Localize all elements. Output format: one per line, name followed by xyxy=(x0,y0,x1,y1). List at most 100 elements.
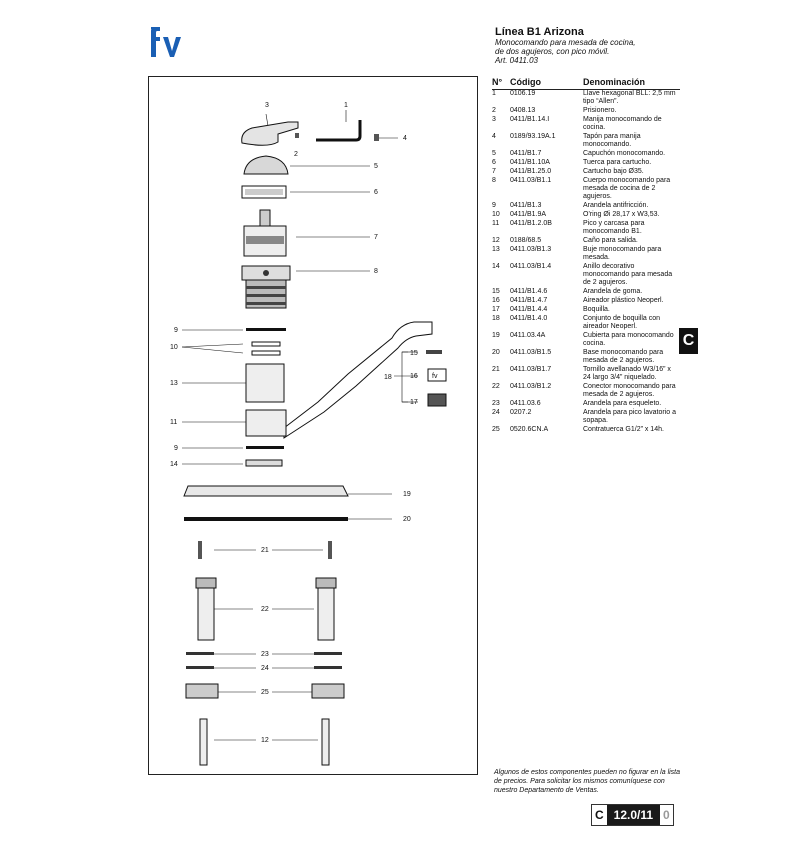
table-cell-n: 15 xyxy=(492,288,500,295)
table-cell-code: 0408.13 xyxy=(510,107,536,114)
table-cell-n: 10 xyxy=(492,211,500,218)
table-cell-desc: Arandela para esqueleto. xyxy=(583,400,662,407)
diagram-label-17: 17 xyxy=(410,399,418,406)
table-cell-code: 0411/B1.3 xyxy=(510,202,542,209)
table-cell-code: 0411/B1.4.7 xyxy=(510,297,548,304)
diagram-label-20: 20 xyxy=(403,516,411,523)
diagram-label-18: 18 xyxy=(384,374,392,381)
diagram-label-9b: 9 xyxy=(174,445,178,452)
table-cell-n: 16 xyxy=(492,297,500,304)
table-cell-code: 0411/B1.4.0 xyxy=(510,315,548,322)
table-cell-desc: Contratuerca G1/2” x 14h. xyxy=(583,426,664,433)
table-cell-desc: Base monocomando para mesada de 2 agujer… xyxy=(583,349,664,364)
table-cell-n: 5 xyxy=(492,150,496,157)
page-number-main: 12.0/11 xyxy=(606,805,661,825)
diagram-label-16: 16 xyxy=(410,373,418,380)
table-cell-n: 14 xyxy=(492,263,500,270)
exploded-diagram: fv 1 3 2 4 5 6 7 8 9 10 13 11 9 14 15 18… xyxy=(170,102,447,766)
table-cell-code: 0411/B1.2.0B xyxy=(510,220,552,227)
table-cell-n: 24 xyxy=(492,409,500,416)
diagram-label-7: 7 xyxy=(374,234,378,241)
table-cell-n: 25 xyxy=(492,426,500,433)
table-cell-code: 0411/B1.14.I xyxy=(510,116,550,123)
diagram-label-14: 14 xyxy=(170,461,178,468)
table-cell-desc: Arandela antifricción. xyxy=(583,202,649,209)
page-number-suffix: 0 xyxy=(660,805,673,825)
diagram-label-5: 5 xyxy=(374,163,378,170)
table-row: 21 0411.03/B1.7 Tornillo avellanado W3/16”… xyxy=(492,366,680,383)
diagram-label-21: 21 xyxy=(261,547,269,554)
table-cell-desc: Boquilla. xyxy=(583,306,610,313)
table-cell-desc: Conjunto de boquilla con aireador Neoper… xyxy=(583,315,661,330)
table-cell-desc: Cuerpo monocomando para mesada de cocina… xyxy=(583,177,671,200)
table-cell-desc: Tapón para manija monocomando. xyxy=(583,133,641,148)
header-subtitle-3: Art. 0411.03 xyxy=(495,56,538,65)
table-cell-code: 0520.6CN.A xyxy=(510,426,549,433)
table-cell-desc: Llave hexagonal BLL: 2,5 mm tipo “Allen”… xyxy=(583,90,676,105)
table-row: 18 0411/B1.4.0 Conjunto de boquilla con ai… xyxy=(492,315,680,332)
header-subtitle-2: de dos agujeros, con pico móvil. xyxy=(495,47,610,56)
table-cell-desc: Conector monocomando para mesada de 2 ag… xyxy=(583,383,676,398)
table-cell-code: 0411.03/B1.4 xyxy=(510,263,552,270)
diagram-label-19: 19 xyxy=(403,491,411,498)
page-number-prefix: C xyxy=(592,805,607,825)
table-cell-code: 0411.03/B1.7 xyxy=(510,366,552,373)
col-number: N° xyxy=(492,78,510,90)
table-cell-desc: Pico y carcasa para monocomando B1. xyxy=(583,220,645,235)
diagram-label-23: 23 xyxy=(261,651,269,658)
table-row: 14 0411.03/B1.4 Anillo decorativo monocoma… xyxy=(492,263,680,288)
fv-logo-icon xyxy=(151,27,181,57)
table-cell-code: 0411/B1.7 xyxy=(510,150,542,157)
table-cell-n: 3 xyxy=(492,116,496,123)
table-cell-code: 0411/B1.4.4 xyxy=(510,306,548,313)
table-cell-code: 0411/B1.10A xyxy=(510,159,550,166)
diagram-label-25: 25 xyxy=(261,689,269,696)
diagram-label-11: 11 xyxy=(170,419,177,426)
parts-table-header: N° Código Denominación xyxy=(492,78,680,90)
table-cell-desc: Cubierta para monocomando cocina. xyxy=(583,332,674,347)
header-subtitle-1: Monocomando para mesada de cocina, xyxy=(495,38,636,47)
table-cell-n: 9 xyxy=(492,202,496,209)
table-cell-n: 18 xyxy=(492,315,500,322)
diagram-label-10: 10 xyxy=(170,344,178,351)
diagram-label-15: 15 xyxy=(410,350,418,357)
table-cell-desc: Anillo decorativo monocomando para mesad… xyxy=(583,263,673,286)
table-cell-n: 21 xyxy=(492,366,500,373)
table-cell-desc: Arandela para pico lavatorio a sopapa. xyxy=(583,409,677,424)
table-row: 17 0411/B1.4.4 Boquilla. xyxy=(492,306,680,315)
diagram-frame xyxy=(148,76,478,775)
table-cell-n: 13 xyxy=(492,246,500,253)
table-cell-code: 0189/93.19A.1 xyxy=(510,133,556,140)
table-cell-n: 4 xyxy=(492,133,496,140)
table-cell-code: 0106.19 xyxy=(510,90,536,97)
table-cell-desc: Arandela de goma. xyxy=(583,288,643,295)
table-cell-n: 22 xyxy=(492,383,500,390)
table-cell-desc: Buje monocomando para mesada. xyxy=(583,246,662,261)
table-cell-n: 12 xyxy=(492,237,500,244)
table-cell-n: 20 xyxy=(492,349,500,356)
table-cell-code: 0411.03/B1.5 xyxy=(510,349,552,356)
table-cell-n: 17 xyxy=(492,306,500,313)
diagram-label-9a: 9 xyxy=(174,327,178,334)
diagram-label-24: 24 xyxy=(261,665,269,672)
header: Línea B1 Arizona Monocomando para mesada… xyxy=(495,26,785,65)
table-cell-n: 7 xyxy=(492,168,496,175)
table-cell-n: 2 xyxy=(492,107,496,114)
table-cell-desc: Tornillo avellanado W3/16” x 24 largo 3/… xyxy=(583,366,671,381)
section-tab: C xyxy=(679,328,698,354)
table-cell-desc: Prisionero. xyxy=(583,107,617,114)
table-cell-code: 0411/B1.9A xyxy=(510,211,547,218)
aerator-brand-text: fv xyxy=(432,373,438,380)
diagram-label-8: 8 xyxy=(374,268,378,275)
